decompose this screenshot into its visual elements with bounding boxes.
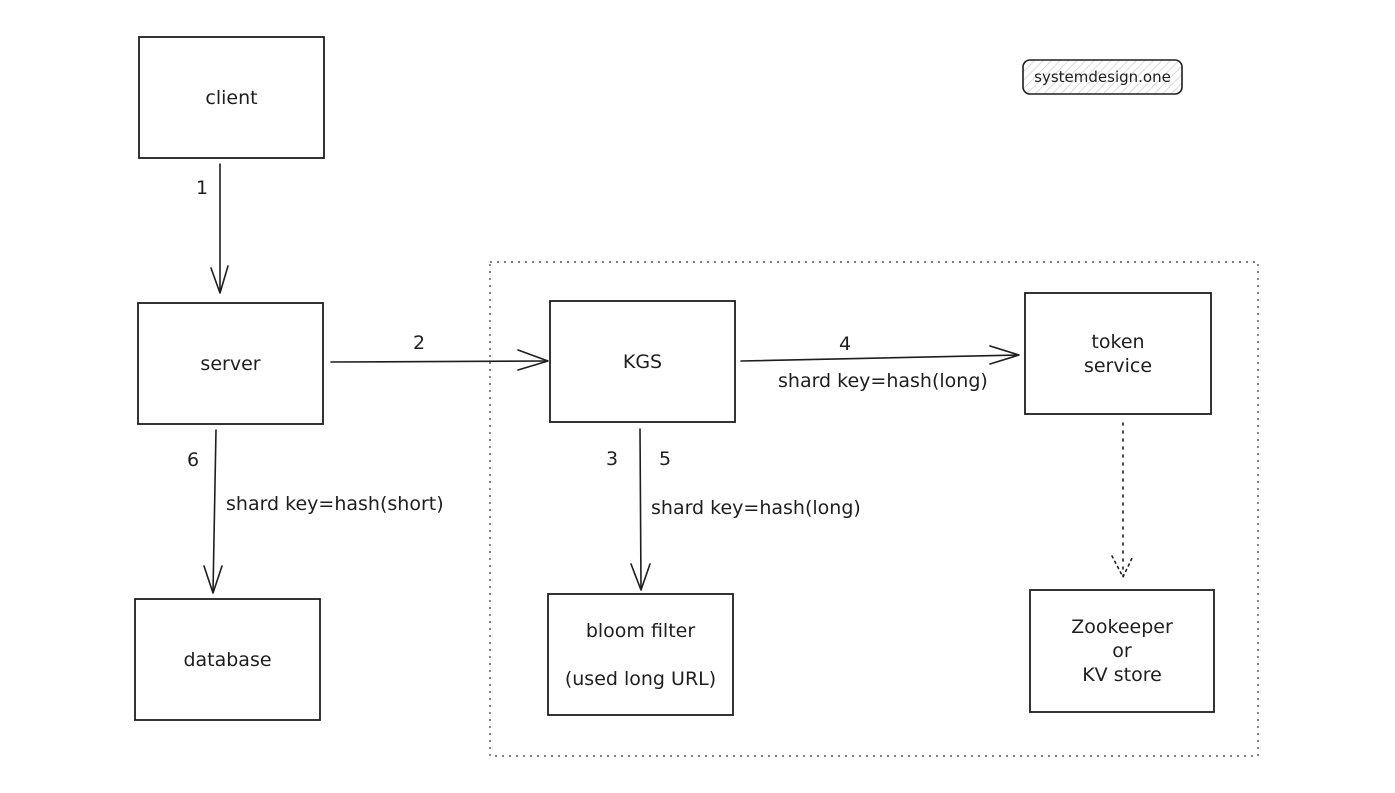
kgs-box xyxy=(549,300,736,423)
bloom-filter-node: bloom filter (used long URL) xyxy=(548,594,733,715)
zookeeper-box xyxy=(1029,589,1215,713)
arrowhead-kgs-bloom xyxy=(630,563,651,591)
database-box xyxy=(134,598,321,721)
arrowhead-token-zookeeper xyxy=(1111,555,1134,578)
server-node: server xyxy=(138,303,323,424)
database-label: database xyxy=(183,648,272,671)
zookeeper-label-line1: Zookeeper xyxy=(1071,616,1173,638)
arrowhead-client-server xyxy=(210,265,229,294)
zookeeper-label-line3: KV store xyxy=(1082,664,1162,686)
arrowhead-kgs-token xyxy=(989,345,1020,365)
step-4-label: 4 xyxy=(839,333,852,355)
kgs-label: KGS xyxy=(622,350,663,373)
step-3-label: 3 xyxy=(606,448,619,470)
arrowhead-server-kgs xyxy=(517,349,549,371)
edge-kgs-token xyxy=(740,354,1019,362)
zookeeper-label-line2: or xyxy=(1112,640,1132,662)
token-service-label-line2: service xyxy=(1083,354,1153,377)
bloom-filter-box xyxy=(547,593,734,716)
step-5-label: 5 xyxy=(659,448,672,470)
edge-server-database xyxy=(212,429,217,593)
step-2-label: 2 xyxy=(413,332,426,354)
token-service-node: token service xyxy=(1025,293,1211,414)
step-6-label: 6 xyxy=(187,449,200,471)
kgs-bloom-shard-annotation: shard key=hash(long) xyxy=(651,497,861,519)
edge-server-kgs xyxy=(330,360,548,363)
watermark: systemdesign.one xyxy=(1034,68,1171,86)
bloom-filter-sublabel: (used long URL) xyxy=(564,667,717,690)
edge-kgs-bloom xyxy=(639,428,642,590)
arrowhead-server-database xyxy=(203,565,223,594)
step-1-label: 1 xyxy=(196,177,209,199)
kgs-node: KGS xyxy=(550,301,735,422)
kgs-token-shard-annotation: shard key=hash(long) xyxy=(778,370,988,392)
database-node: database xyxy=(135,599,320,720)
server-label: server xyxy=(200,352,261,375)
server-db-shard-annotation: shard key=hash(short) xyxy=(226,493,444,515)
kgs-group-boundary xyxy=(489,261,1259,757)
bloom-filter-label: bloom filter xyxy=(585,619,696,642)
watermark-badge-box xyxy=(1022,59,1183,95)
client-box xyxy=(138,36,325,159)
client-label: client xyxy=(205,86,258,109)
zookeeper-node: Zookeeper or KV store xyxy=(1030,590,1214,712)
token-service-label-line1: token xyxy=(1091,330,1145,353)
client-node: client xyxy=(139,37,324,158)
server-box xyxy=(137,302,324,425)
token-service-box xyxy=(1024,292,1212,415)
